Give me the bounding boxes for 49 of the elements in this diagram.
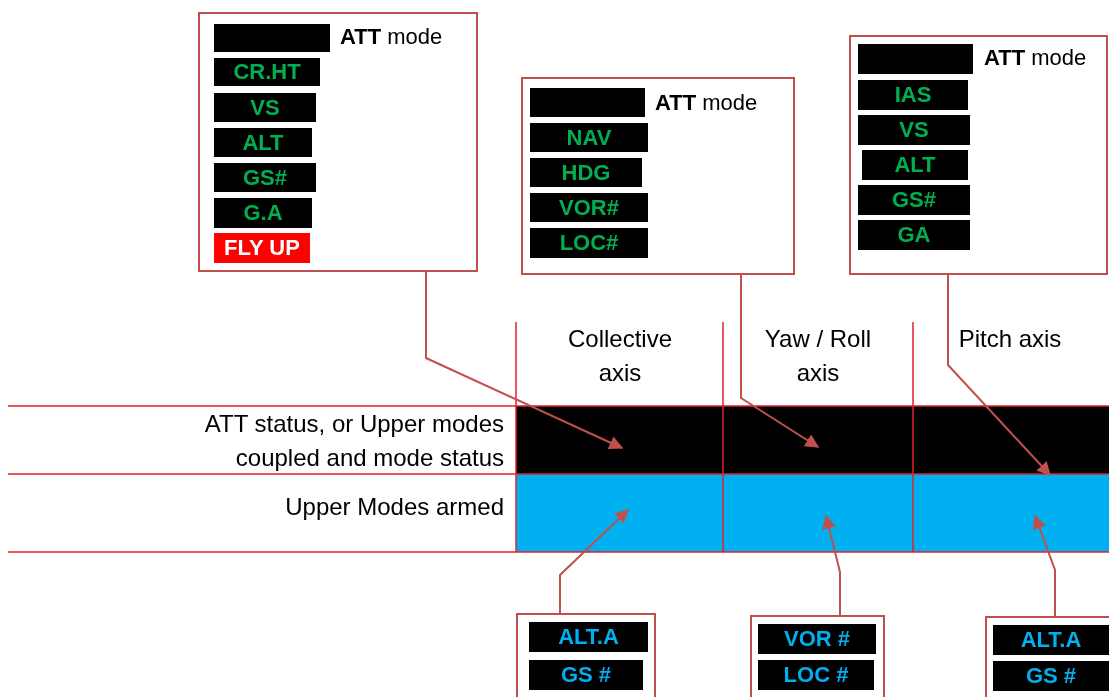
mode-indicator: G.A <box>214 198 312 228</box>
column-header: Pitch axis <box>957 324 1063 354</box>
mode-indicator: VS <box>858 115 970 145</box>
status-cell <box>516 406 723 474</box>
arrow <box>559 509 629 614</box>
mode-panel <box>521 77 795 275</box>
mode-indicator: VS <box>214 93 316 122</box>
blank-bar <box>530 88 645 117</box>
armed-cell <box>723 474 913 552</box>
status-cell <box>723 406 913 474</box>
mode-indicator: VOR# <box>530 193 648 222</box>
mode-indicator: HDG <box>530 158 642 187</box>
mode-panel <box>198 12 478 272</box>
mode-panel <box>516 613 656 697</box>
row-header: ATT status, or Upper modes coupled and mode status <box>203 409 504 473</box>
mode-heading: ATT mode <box>655 92 758 114</box>
armed-indicator: LOC # <box>758 660 874 690</box>
mode-panel <box>750 615 885 697</box>
mode-indicator: IAS <box>858 80 968 110</box>
column-header: Yaw / Roll axis <box>763 324 873 388</box>
row-header: Upper Modes armed <box>284 492 504 522</box>
arrow <box>740 274 820 448</box>
blank-bar <box>858 44 973 74</box>
warning-indicator: FLY UP <box>214 233 310 263</box>
mode-indicator: GS# <box>214 163 316 192</box>
mode-indicator: LOC# <box>530 228 648 258</box>
mode-panel <box>849 35 1108 275</box>
armed-indicator: GS # <box>529 660 643 690</box>
mode-indicator: CR.HT <box>214 58 320 86</box>
armed-indicator: GS # <box>993 661 1109 691</box>
mode-indicator: ALT <box>214 128 312 157</box>
mode-indicator: ALT <box>862 150 968 180</box>
mode-indicator: GS# <box>858 185 970 215</box>
armed-indicator: VOR # <box>758 624 876 654</box>
blank-bar <box>214 24 330 52</box>
armed-cell <box>913 474 1109 552</box>
armed-indicator: ALT.A <box>529 622 648 652</box>
armed-indicator: ALT.A <box>993 625 1109 655</box>
mode-heading: ATT mode <box>984 47 1087 69</box>
mode-panel <box>985 616 1109 697</box>
mode-indicator: NAV <box>530 123 648 152</box>
mode-indicator: GA <box>858 220 970 250</box>
arrow <box>822 514 841 616</box>
status-cell <box>913 406 1109 474</box>
arrow <box>425 271 624 450</box>
column-header: Collective axis <box>566 324 673 388</box>
mode-heading: ATT mode <box>340 26 443 48</box>
arrow <box>1032 514 1056 617</box>
armed-cell <box>516 474 723 552</box>
